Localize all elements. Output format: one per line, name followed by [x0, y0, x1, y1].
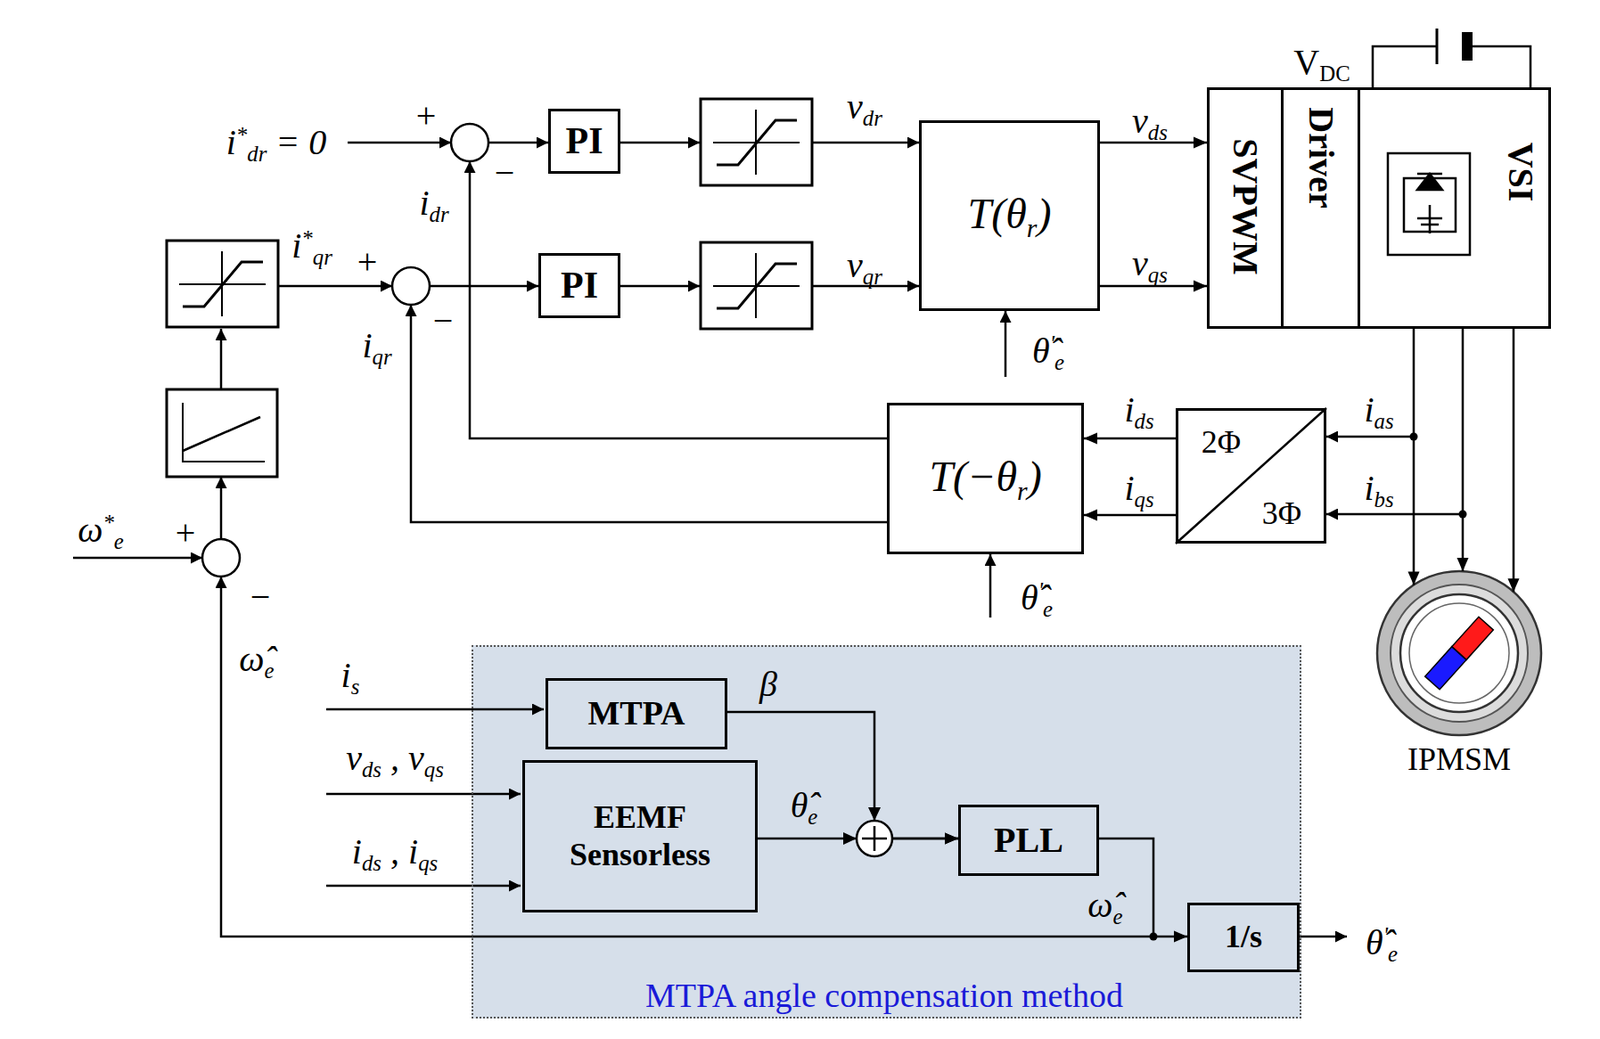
- pi-controller: PI: [548, 108, 621, 174]
- connector: [1508, 328, 1520, 592]
- connector-line: [727, 712, 959, 839]
- signal-label: i*qr: [291, 226, 333, 271]
- connector: [727, 712, 959, 846]
- compensation-band: MTPA angle compensation method MTPA EEMF S…: [471, 645, 1302, 1019]
- arrow-head: [1457, 557, 1469, 572]
- signal-label: ω*e: [77, 510, 124, 555]
- band-fill: [471, 645, 1302, 1019]
- signal-label: iqs: [1124, 468, 1154, 512]
- transform-box: T(θr): [918, 120, 1100, 312]
- arrow-head: [944, 833, 959, 846]
- limiter-block: [700, 98, 813, 186]
- observer-box: EEMF Sensorless: [522, 760, 758, 913]
- node-text: PI: [566, 119, 604, 163]
- adder-symbol: [843, 807, 893, 857]
- motor: IPMSM: [1368, 566, 1551, 785]
- node-text: SVPWM: [1224, 138, 1266, 275]
- transform-box: T(−θr): [886, 402, 1084, 555]
- pwm-box: SVPWM: [1206, 87, 1284, 329]
- signal-label: θ̂'e: [1032, 331, 1065, 376]
- signal-label: θ̂'e: [1020, 578, 1053, 623]
- pi-controller: PI: [538, 253, 621, 319]
- signal-label: β: [759, 664, 778, 705]
- node-text: 3Φ: [1262, 495, 1302, 533]
- node-text: MTPA angle compensation method: [645, 976, 1124, 1017]
- arrow-head: [1193, 280, 1207, 293]
- motor-drawing: [1377, 571, 1542, 736]
- pll-box: PLL: [958, 804, 1100, 877]
- node-text: Driver: [1300, 106, 1342, 208]
- dc-source: [1372, 28, 1531, 88]
- arrow-head: [1083, 433, 1098, 445]
- ramp-block: [166, 389, 278, 477]
- signal-label: idr: [418, 183, 449, 227]
- node-text: T(−θr): [928, 451, 1042, 507]
- node-text: T(θr): [968, 188, 1052, 244]
- node-text: IPMSM: [1407, 741, 1511, 779]
- signal-label: ids: [1124, 390, 1154, 434]
- igbt-symbol: [1387, 153, 1470, 255]
- connector-line: [1461, 328, 1465, 572]
- signal-label: ias: [1363, 390, 1394, 434]
- signal-label: ω̂e: [238, 640, 274, 683]
- inverter-box: VSI: [1357, 87, 1551, 329]
- arrow-head: [1173, 931, 1188, 944]
- arrow-head: [1193, 137, 1207, 149]
- connector-line: [1083, 514, 1176, 517]
- signal-label: i*dr = 0: [226, 123, 328, 167]
- signal-label: is: [341, 656, 361, 699]
- signal-label: +: [357, 242, 378, 282]
- limiter-block: [700, 242, 813, 329]
- signal-label: ibs: [1363, 468, 1394, 512]
- connector-line: [1083, 437, 1176, 441]
- signal-label: VDC: [1293, 42, 1350, 86]
- signal-label: +: [416, 96, 437, 136]
- signal-label: −: [250, 577, 271, 617]
- connector: [1083, 433, 1176, 445]
- signal-label: θ̂'e: [1365, 923, 1398, 968]
- signal-label: ids , iqs: [352, 832, 438, 876]
- signal-label: θ̂e: [790, 786, 819, 829]
- arrow-head: [944, 833, 959, 846]
- limiter-block: [166, 240, 279, 328]
- frame-divider: [1175, 408, 1327, 544]
- node-text: 2Φ: [1201, 424, 1241, 461]
- arrow-head: [1083, 509, 1098, 522]
- signal-label: +: [175, 513, 197, 553]
- signal-label: ω̂e: [1087, 886, 1123, 929]
- signal-label: −: [433, 301, 454, 341]
- connector: [1457, 328, 1469, 572]
- arrow-head: [1408, 571, 1420, 585]
- signal-label: iqr: [361, 326, 392, 370]
- connector-line: [1412, 328, 1416, 585]
- connector-line: [1512, 328, 1516, 592]
- signal-label: vds , vqs: [345, 738, 444, 782]
- node-text: EEMF Sensorless: [541, 799, 739, 874]
- signal-label: vqr: [846, 246, 883, 289]
- signal-label: vds: [1132, 101, 1168, 145]
- mtpa-box: MTPA: [545, 678, 728, 750]
- signal-label: vdr: [846, 87, 883, 131]
- signal-label: vqs: [1132, 244, 1168, 288]
- connector: [1083, 509, 1176, 522]
- node-text: VSI: [1500, 142, 1542, 203]
- signal-label: −: [494, 153, 516, 193]
- node-text: PI: [560, 263, 599, 307]
- integrator-box: 1/s: [1187, 902, 1300, 973]
- driver-box: Driver: [1280, 87, 1361, 329]
- summing-junctions: [202, 123, 489, 577]
- connector: [1408, 328, 1420, 585]
- arrow-head: [1508, 578, 1520, 592]
- node-text: PLL: [993, 820, 1064, 862]
- node-text: 1/s: [1224, 918, 1263, 956]
- node-text: MTPA: [587, 694, 685, 734]
- phase-transform-box: 2Φ 3Φ: [1175, 408, 1327, 544]
